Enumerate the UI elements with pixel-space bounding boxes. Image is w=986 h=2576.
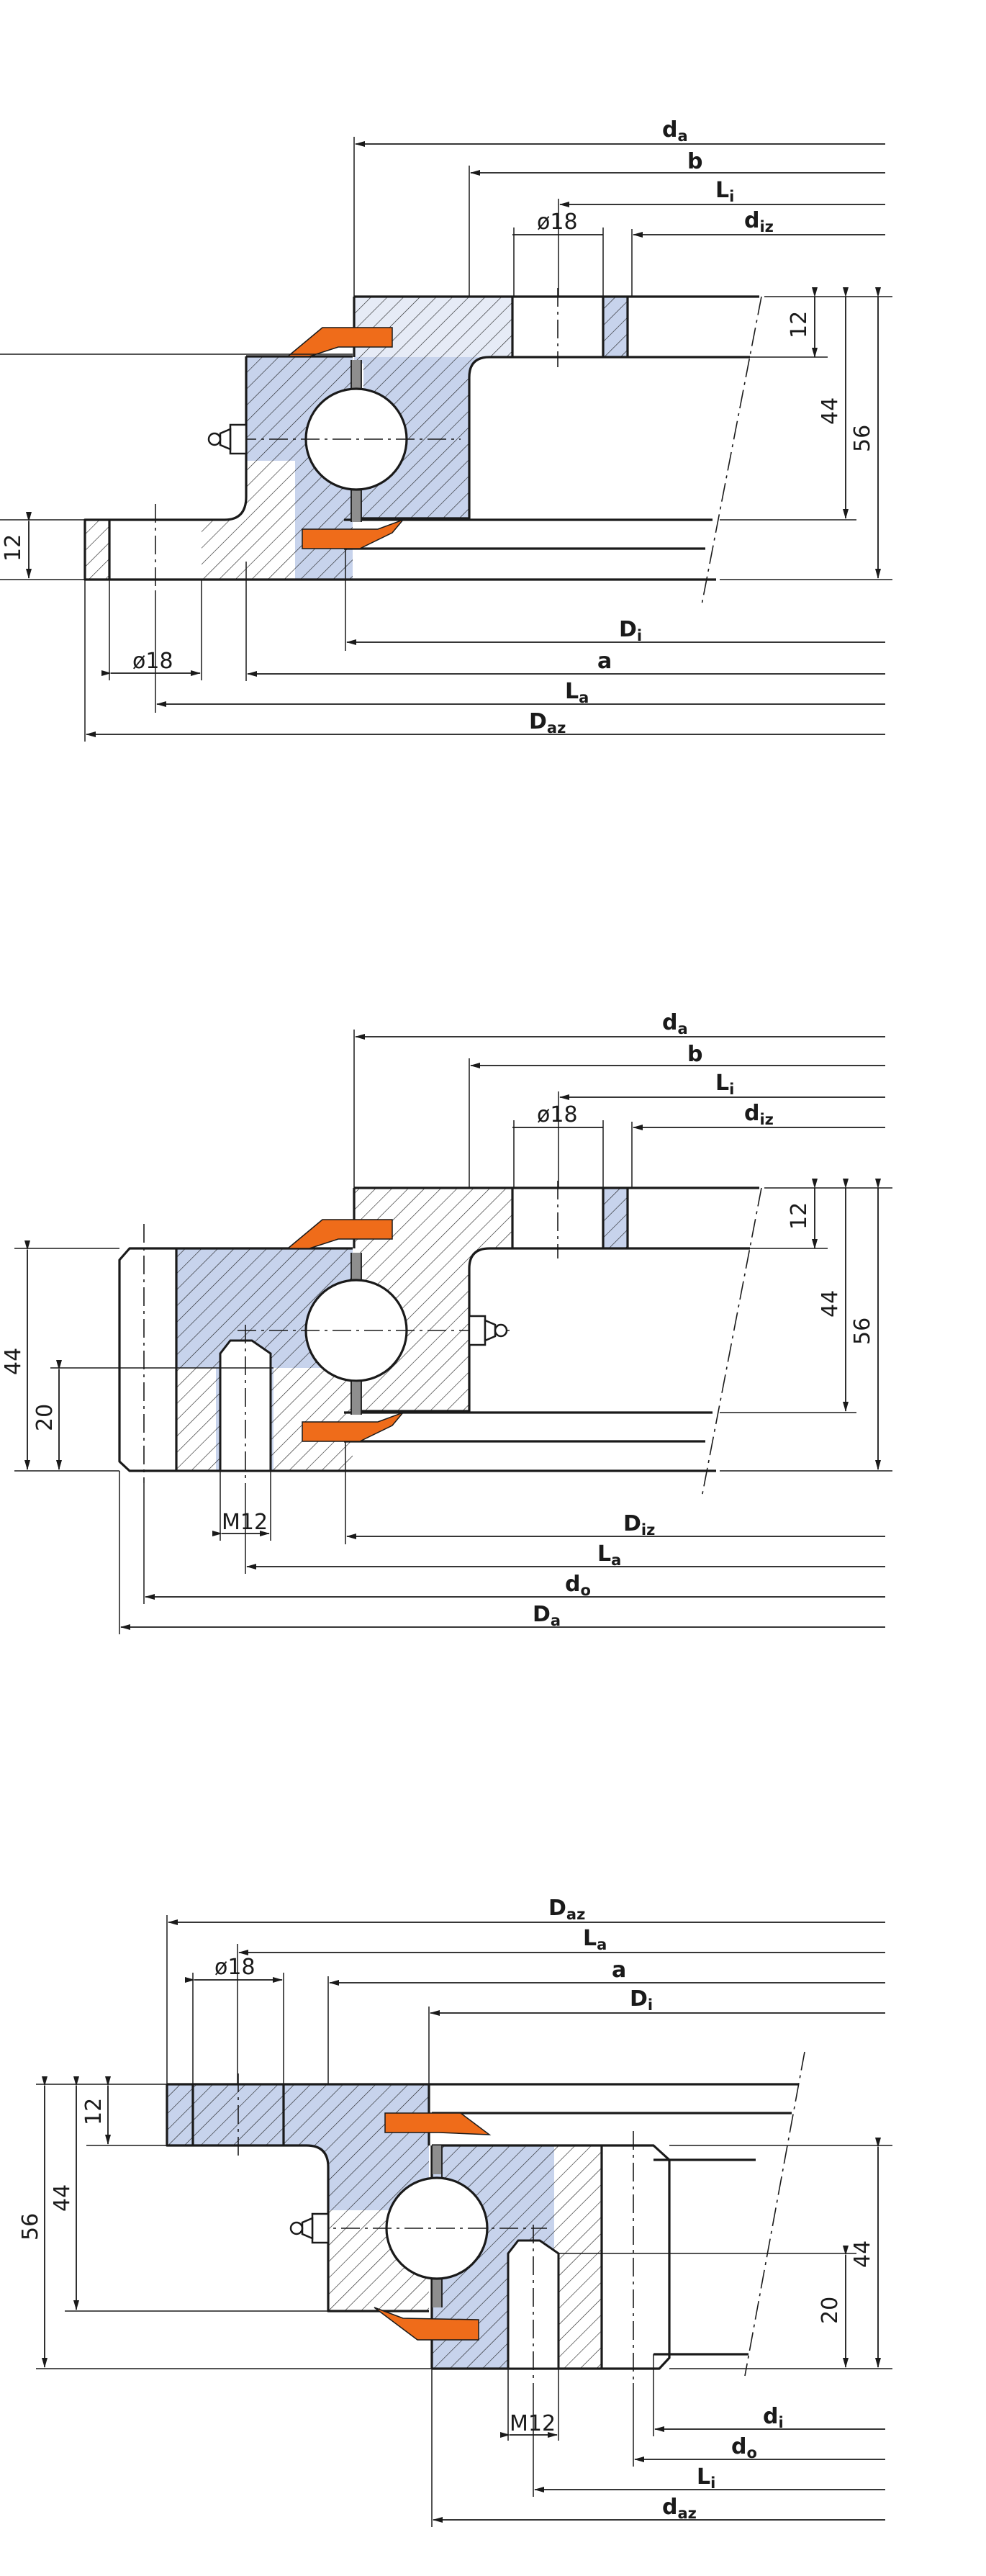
dim-label-Daz: Daz [529, 709, 566, 737]
seal-upper [286, 327, 393, 357]
svg-text:do: do [731, 2434, 757, 2462]
svg-text:Daz: Daz [529, 709, 566, 737]
hole-diameter-label: ø18 [537, 1102, 578, 1127]
left-height-label-12: 12 [1, 534, 26, 562]
dim-label-li: Li [715, 1071, 734, 1098]
svg-text:do: do [565, 1572, 591, 1599]
seal-upper [286, 1219, 393, 1249]
svg-text:da: da [662, 1010, 688, 1037]
top-dimension-lines [353, 1030, 885, 1253]
height-label-56: 56 [850, 425, 875, 452]
dim-label-di: di [763, 2404, 784, 2431]
svg-text:di: di [763, 2404, 784, 2431]
svg-text:b: b [687, 149, 702, 174]
thread-label: M12 [222, 1510, 268, 1535]
seal-lower [302, 518, 405, 549]
right-height-label-20: 20 [818, 2297, 843, 2324]
right-dimension-lines [558, 2138, 892, 2369]
bottom-dimension-lines [84, 549, 885, 742]
svg-text:daz: daz [662, 2495, 697, 2522]
right-dimension-lines [720, 1179, 892, 1472]
dim-label-Diz: Diz [623, 1511, 655, 1539]
dim-label-a: a [597, 649, 612, 674]
svg-text:Da: Da [533, 1602, 561, 1629]
dim-label-Da: Da [533, 1602, 561, 1629]
grease-nipple-icon [207, 423, 248, 455]
grease-nipple-icon [468, 1315, 508, 1346]
hole-diameter-label: ø18 [214, 1955, 255, 1980]
left-height-label-44: 44 [1, 1348, 26, 1375]
left-height-label-44: 44 [50, 2184, 75, 2212]
dim-label-La: La [583, 1926, 607, 1953]
dim-label-a: a [612, 1958, 626, 1983]
dim-label-diz: diz [744, 1101, 774, 1128]
seal-upper [384, 2112, 492, 2135]
dim-label-Di: Di [619, 617, 642, 644]
right-height-label-44: 44 [850, 2241, 875, 2268]
dim-label-La: La [565, 679, 589, 706]
mirrored-view: Daz La a Di ø18 [18, 1896, 892, 2527]
height-label-12: 12 [787, 1202, 812, 1230]
height-label-44: 44 [818, 1290, 843, 1318]
height-label-56: 56 [850, 1318, 875, 1345]
dim-label-b: b [687, 1042, 702, 1067]
bottom-dimension-lines [431, 2354, 885, 2527]
dim-label-do: do [565, 1572, 591, 1599]
top-dimension-lines [353, 137, 885, 360]
svg-text:diz: diz [744, 208, 774, 235]
seal-lower [302, 1411, 405, 1442]
svg-text:a: a [597, 649, 612, 674]
svg-text:La: La [565, 679, 589, 706]
svg-text:da: da [662, 117, 688, 145]
svg-text:La: La [597, 1541, 621, 1569]
dim-label-do: do [731, 2434, 757, 2462]
svg-text:Li: Li [715, 1071, 734, 1098]
svg-text:Li: Li [697, 2464, 715, 2492]
internal-gear-view: da b Li diz ø18 [1, 1010, 892, 1634]
svg-text:diz: diz [744, 1101, 774, 1128]
grease-nipple-icon [289, 2212, 330, 2244]
svg-text:Daz: Daz [548, 1896, 585, 1923]
bottom-hole-diameter-label: ø18 [132, 649, 173, 674]
left-height-label-20: 20 [32, 1404, 58, 1431]
svg-text:b: b [687, 1042, 702, 1067]
external-gear-view: da b Li diz ø18 [0, 117, 892, 742]
hole-diameter-label: ø18 [537, 210, 578, 235]
svg-text:Di: Di [630, 1986, 653, 2014]
svg-text:Li: Li [715, 178, 734, 205]
dim-label-La: La [597, 1541, 621, 1569]
height-label-44: 44 [818, 397, 843, 425]
svg-text:Di: Di [619, 617, 642, 644]
bottom-dimension-lines [119, 1441, 885, 1634]
right-dimension-lines [720, 287, 892, 580]
svg-text:a: a [612, 1958, 626, 1983]
dim-label-daz: daz [662, 2495, 697, 2522]
dim-label-b: b [687, 149, 702, 174]
left-dimension-lines [36, 2076, 432, 2369]
dim-label-da: da [662, 117, 688, 145]
dim-label-diz: diz [744, 208, 774, 235]
left-height-label-56: 56 [18, 2213, 43, 2241]
thread-label: M12 [510, 2411, 556, 2436]
seal-lower [374, 2307, 479, 2341]
dim-label-Di: Di [630, 1986, 653, 2014]
dim-label-li: Li [715, 178, 734, 205]
dim-label-da: da [662, 1010, 688, 1037]
left-height-label-12: 12 [81, 2098, 107, 2125]
dim-label-Li: Li [697, 2464, 715, 2492]
svg-text:La: La [583, 1926, 607, 1953]
height-label-12: 12 [787, 311, 812, 338]
svg-text:Diz: Diz [623, 1511, 655, 1539]
dim-label-Daz: Daz [548, 1896, 585, 1923]
